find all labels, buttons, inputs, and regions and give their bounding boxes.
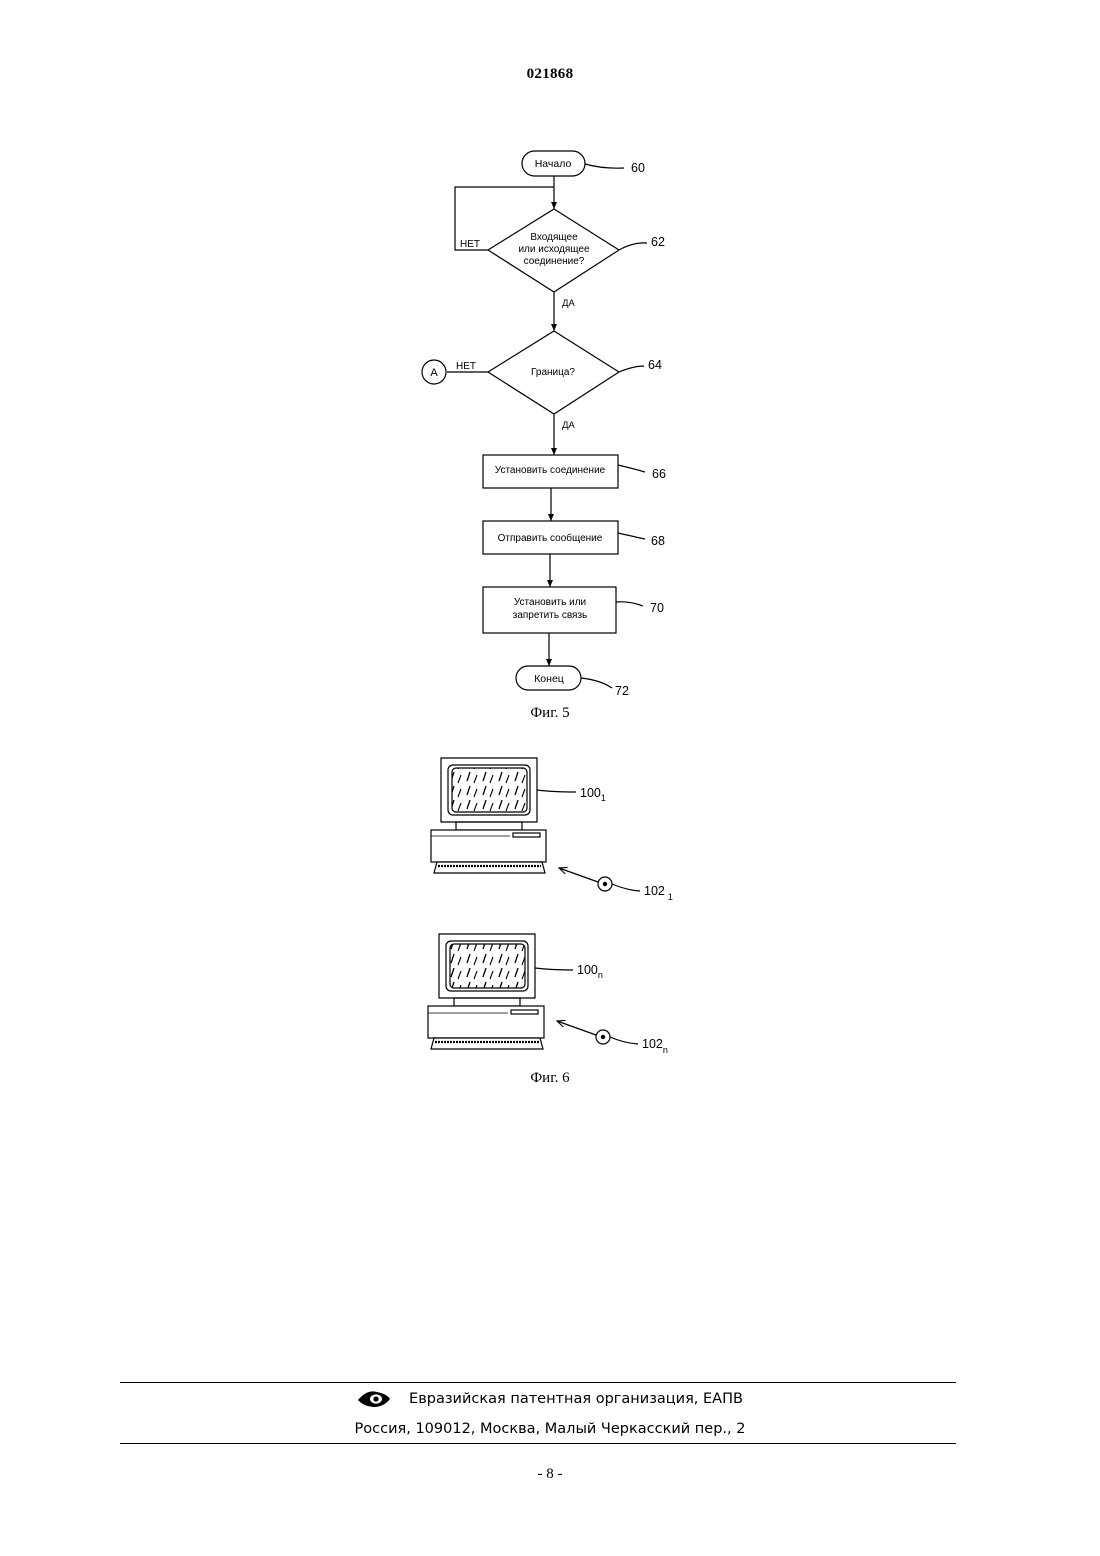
footer-top-rule — [120, 1382, 956, 1383]
ref-100-1: 1001 — [580, 786, 606, 803]
eapo-logo-icon — [357, 1390, 391, 1408]
ref-102-n: 102n — [642, 1037, 668, 1055]
terminal-1 — [431, 758, 640, 891]
ref-102-1: 1021 — [644, 884, 673, 902]
footer-bottom-rule — [120, 1443, 956, 1444]
ref-100-n: 100n — [577, 963, 603, 980]
figure-6-drawing: 1001 1021 100n 102n Фиг. 6 — [0, 0, 1100, 1100]
footer-address: Россия, 109012, Москва, Малый Черкасский… — [0, 1421, 1100, 1437]
terminal-n — [428, 934, 638, 1049]
footer-organization: Евразийская патентная организация, ЕАПВ — [0, 1390, 1100, 1408]
page-number: - 8 - — [0, 1466, 1100, 1483]
figure-6-caption: Фиг. 6 — [530, 1070, 570, 1086]
organization-name: Евразийская патентная организация, ЕАПВ — [409, 1391, 743, 1407]
